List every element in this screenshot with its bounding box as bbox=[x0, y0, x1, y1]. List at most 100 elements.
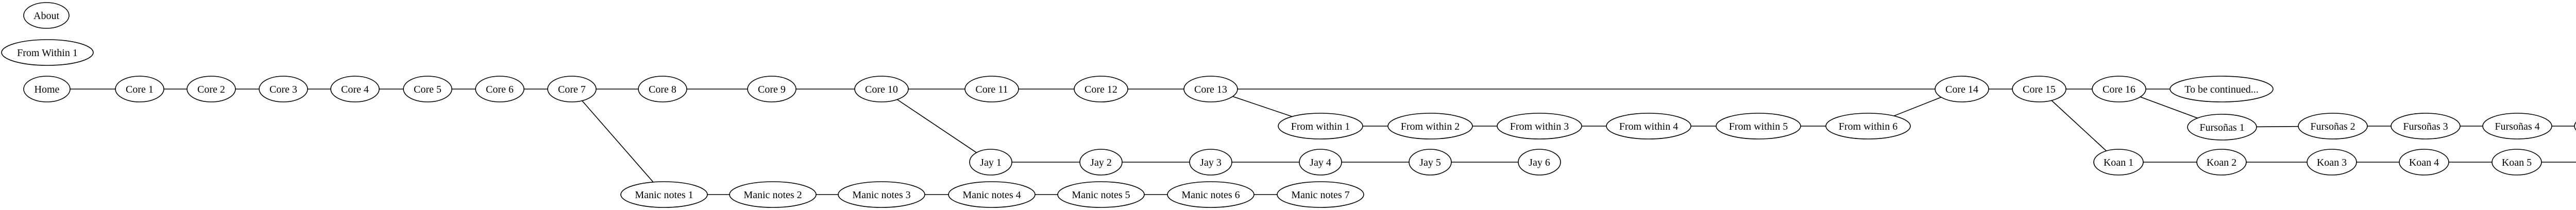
node-ellipse bbox=[854, 76, 909, 102]
node-manic_1[interactable]: Manic notes 1 bbox=[620, 181, 708, 208]
node-ellipse bbox=[1518, 149, 1561, 176]
node-core_13[interactable]: Core 13 bbox=[1183, 76, 1238, 102]
node-fwi_4[interactable]: From within 4 bbox=[1606, 113, 1691, 139]
node-core_7[interactable]: Core 7 bbox=[547, 76, 597, 102]
node-manic_3[interactable]: Manic notes 3 bbox=[838, 181, 925, 208]
node-label: Core 8 bbox=[649, 84, 676, 95]
node-core_6[interactable]: Core 6 bbox=[475, 76, 524, 102]
node-fwi_1[interactable]: From within 1 bbox=[1278, 113, 1363, 139]
node-ellipse bbox=[2399, 149, 2449, 176]
node-jay_3[interactable]: Jay 3 bbox=[1189, 149, 1232, 176]
node-ellipse bbox=[1606, 113, 1691, 139]
node-label: Koan 1 bbox=[2104, 157, 2133, 168]
node-ellipse bbox=[747, 76, 796, 102]
node-home[interactable]: Home bbox=[23, 76, 71, 102]
node-label: Core 2 bbox=[197, 84, 225, 95]
node-koan_4[interactable]: Koan 4 bbox=[2399, 149, 2449, 176]
node-core_3[interactable]: Core 3 bbox=[259, 76, 308, 102]
node-ellipse bbox=[23, 2, 70, 29]
node-core_1[interactable]: Core 1 bbox=[115, 76, 164, 102]
node-koan_2[interactable]: Koan 2 bbox=[2196, 149, 2247, 176]
node-jay_2[interactable]: Jay 2 bbox=[1079, 149, 1123, 176]
node-label: Jay 1 bbox=[980, 157, 1002, 168]
node-fur_2[interactable]: Fursoñas 2 bbox=[2298, 113, 2368, 139]
node-core_4[interactable]: Core 4 bbox=[330, 76, 380, 102]
node-label: Koan 4 bbox=[2409, 157, 2439, 168]
node-label: From within 4 bbox=[1619, 121, 1678, 132]
node-ellipse bbox=[1825, 113, 1911, 139]
node-manic_6[interactable]: Manic notes 6 bbox=[1167, 181, 1255, 208]
node-koan_1[interactable]: Koan 1 bbox=[2093, 149, 2144, 176]
node-label: To be continued... bbox=[2184, 84, 2259, 95]
node-label: Manic notes 4 bbox=[962, 189, 1021, 201]
node-koan_5[interactable]: Koan 5 bbox=[2492, 149, 2542, 176]
node-ellipse bbox=[1074, 76, 1128, 102]
node-ellipse bbox=[838, 181, 925, 208]
edge-core_15-koan_1 bbox=[2039, 89, 2119, 163]
node-core_8[interactable]: Core 8 bbox=[638, 76, 687, 102]
node-tbc[interactable]: To be continued... bbox=[2170, 76, 2274, 102]
node-manic_5[interactable]: Manic notes 5 bbox=[1057, 181, 1145, 208]
node-ellipse bbox=[1, 39, 94, 66]
node-ellipse bbox=[1189, 149, 1232, 176]
node-ellipse bbox=[2298, 113, 2368, 139]
node-core_14[interactable]: Core 14 bbox=[1935, 76, 1989, 102]
node-koan_3[interactable]: Koan 3 bbox=[2307, 149, 2357, 176]
node-ellipse bbox=[1409, 149, 1452, 176]
node-fur_3[interactable]: Fursoñas 3 bbox=[2391, 113, 2461, 139]
node-ellipse bbox=[2492, 149, 2542, 176]
node-jay_1[interactable]: Jay 1 bbox=[969, 149, 1012, 176]
node-label: Core 13 bbox=[1194, 84, 1227, 95]
node-fwi_5[interactable]: From within 5 bbox=[1716, 113, 1801, 139]
node-ellipse bbox=[2391, 113, 2461, 139]
node-jay_4[interactable]: Jay 4 bbox=[1299, 149, 1342, 176]
node-core_5[interactable]: Core 5 bbox=[403, 76, 452, 102]
node-core_10[interactable]: Core 10 bbox=[854, 76, 909, 102]
node-manic_2[interactable]: Manic notes 2 bbox=[729, 181, 817, 208]
node-label: Manic notes 6 bbox=[1181, 189, 1240, 201]
node-ellipse bbox=[1057, 181, 1145, 208]
node-fur_4[interactable]: Fursoñas 4 bbox=[2482, 113, 2552, 139]
edge-layer bbox=[47, 89, 2576, 195]
node-jay_6[interactable]: Jay 6 bbox=[1518, 149, 1561, 176]
node-ellipse bbox=[2307, 149, 2357, 176]
node-label: From Within 1 bbox=[17, 47, 78, 59]
node-core_2[interactable]: Core 2 bbox=[187, 76, 236, 102]
node-core_16[interactable]: Core 16 bbox=[2092, 76, 2146, 102]
node-fw_top[interactable]: From Within 1 bbox=[1, 39, 94, 66]
node-label: About bbox=[33, 10, 59, 22]
node-label: From within 3 bbox=[1510, 121, 1569, 132]
node-manic_4[interactable]: Manic notes 4 bbox=[948, 181, 1036, 208]
node-label: Koan 5 bbox=[2502, 157, 2532, 168]
node-core_12[interactable]: Core 12 bbox=[1074, 76, 1128, 102]
node-jay_5[interactable]: Jay 5 bbox=[1409, 149, 1452, 176]
node-fwi_3[interactable]: From within 3 bbox=[1497, 113, 1582, 139]
node-label: Home bbox=[35, 84, 60, 95]
node-label: Manic notes 3 bbox=[852, 189, 910, 201]
node-ellipse bbox=[1079, 149, 1123, 176]
node-ellipse bbox=[1497, 113, 1582, 139]
node-fur_1[interactable]: Fursoñas 1 bbox=[2187, 114, 2257, 141]
node-label: Core 9 bbox=[758, 84, 786, 95]
node-core_9[interactable]: Core 9 bbox=[747, 76, 796, 102]
node-label: Core 11 bbox=[975, 84, 1008, 95]
node-about[interactable]: About bbox=[23, 2, 70, 29]
node-ellipse bbox=[1277, 181, 1364, 208]
node-fwi_2[interactable]: From within 2 bbox=[1387, 113, 1473, 139]
node-label: Manic notes 5 bbox=[1072, 189, 1130, 201]
node-label: Koan 3 bbox=[2317, 157, 2347, 168]
node-ellipse bbox=[969, 149, 1012, 176]
node-manic_7[interactable]: Manic notes 7 bbox=[1277, 181, 1364, 208]
node-label: Manic notes 7 bbox=[1291, 189, 1349, 201]
node-core_11[interactable]: Core 11 bbox=[964, 76, 1019, 102]
node-label: Core 15 bbox=[2023, 84, 2056, 95]
node-ellipse bbox=[620, 181, 708, 208]
node-ellipse bbox=[1716, 113, 1801, 139]
node-fwi_6[interactable]: From within 6 bbox=[1825, 113, 1911, 139]
node-label: Core 6 bbox=[486, 84, 514, 95]
node-fur_5[interactable]: Fursoñas 5 bbox=[2574, 113, 2576, 139]
node-core_15[interactable]: Core 15 bbox=[2012, 76, 2066, 102]
node-label: From within 5 bbox=[1729, 121, 1788, 132]
